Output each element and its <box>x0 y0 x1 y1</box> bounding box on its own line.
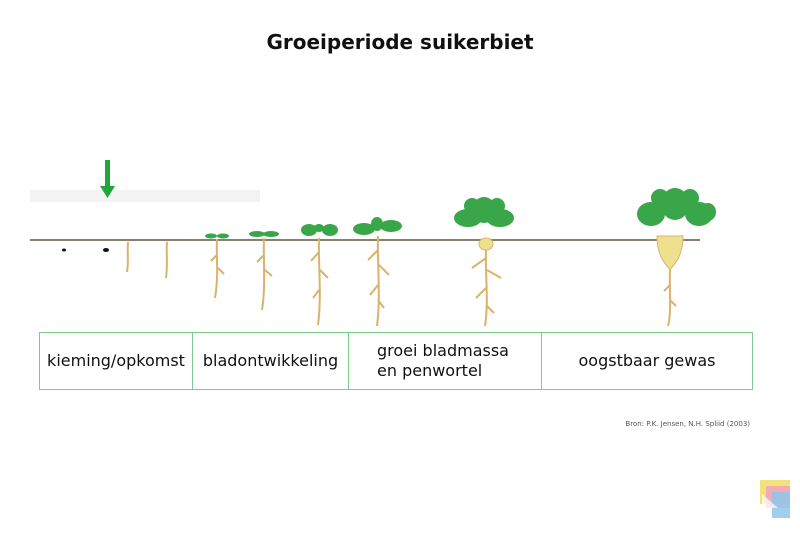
stage-label-line1: groei bladmassa <box>377 341 509 360</box>
arrow-down-icon <box>100 160 115 198</box>
seedling-root <box>165 241 168 279</box>
stage-cell-germination: kieming/opkomst <box>40 333 193 389</box>
seedling-root <box>126 241 129 273</box>
plant-medium <box>353 217 402 327</box>
stage-table: kieming/opkomst bladontwikkeling groei b… <box>39 332 753 390</box>
plant-small <box>205 233 229 299</box>
page-title: Groeiperiode suikerbiet <box>266 30 534 54</box>
stage-cell-leaf-development: bladontwikkeling <box>193 333 349 389</box>
growth-illustration <box>30 160 716 327</box>
stage-cell-growth: groei bladmassa en penwortel <box>349 333 542 389</box>
background-band <box>30 190 260 202</box>
plant-medium <box>301 224 338 326</box>
stage-label: oogstbaar gewas <box>578 351 716 370</box>
stage-cell-harvestable: oogstbaar gewas <box>542 333 752 389</box>
plant-large <box>454 197 514 327</box>
stage-label: kieming/opkomst <box>47 351 185 370</box>
seed <box>62 248 66 252</box>
plant-small <box>249 231 279 311</box>
logo-icon <box>760 480 790 518</box>
plant-harvestable <box>637 188 716 327</box>
stage-label-line2: en penwortel <box>377 361 483 380</box>
seed <box>103 248 109 252</box>
stage-label: bladontwikkeling <box>202 351 339 370</box>
source-note: Bron: P.K. Jensen, N.H. Spliid (2003) <box>625 420 750 428</box>
